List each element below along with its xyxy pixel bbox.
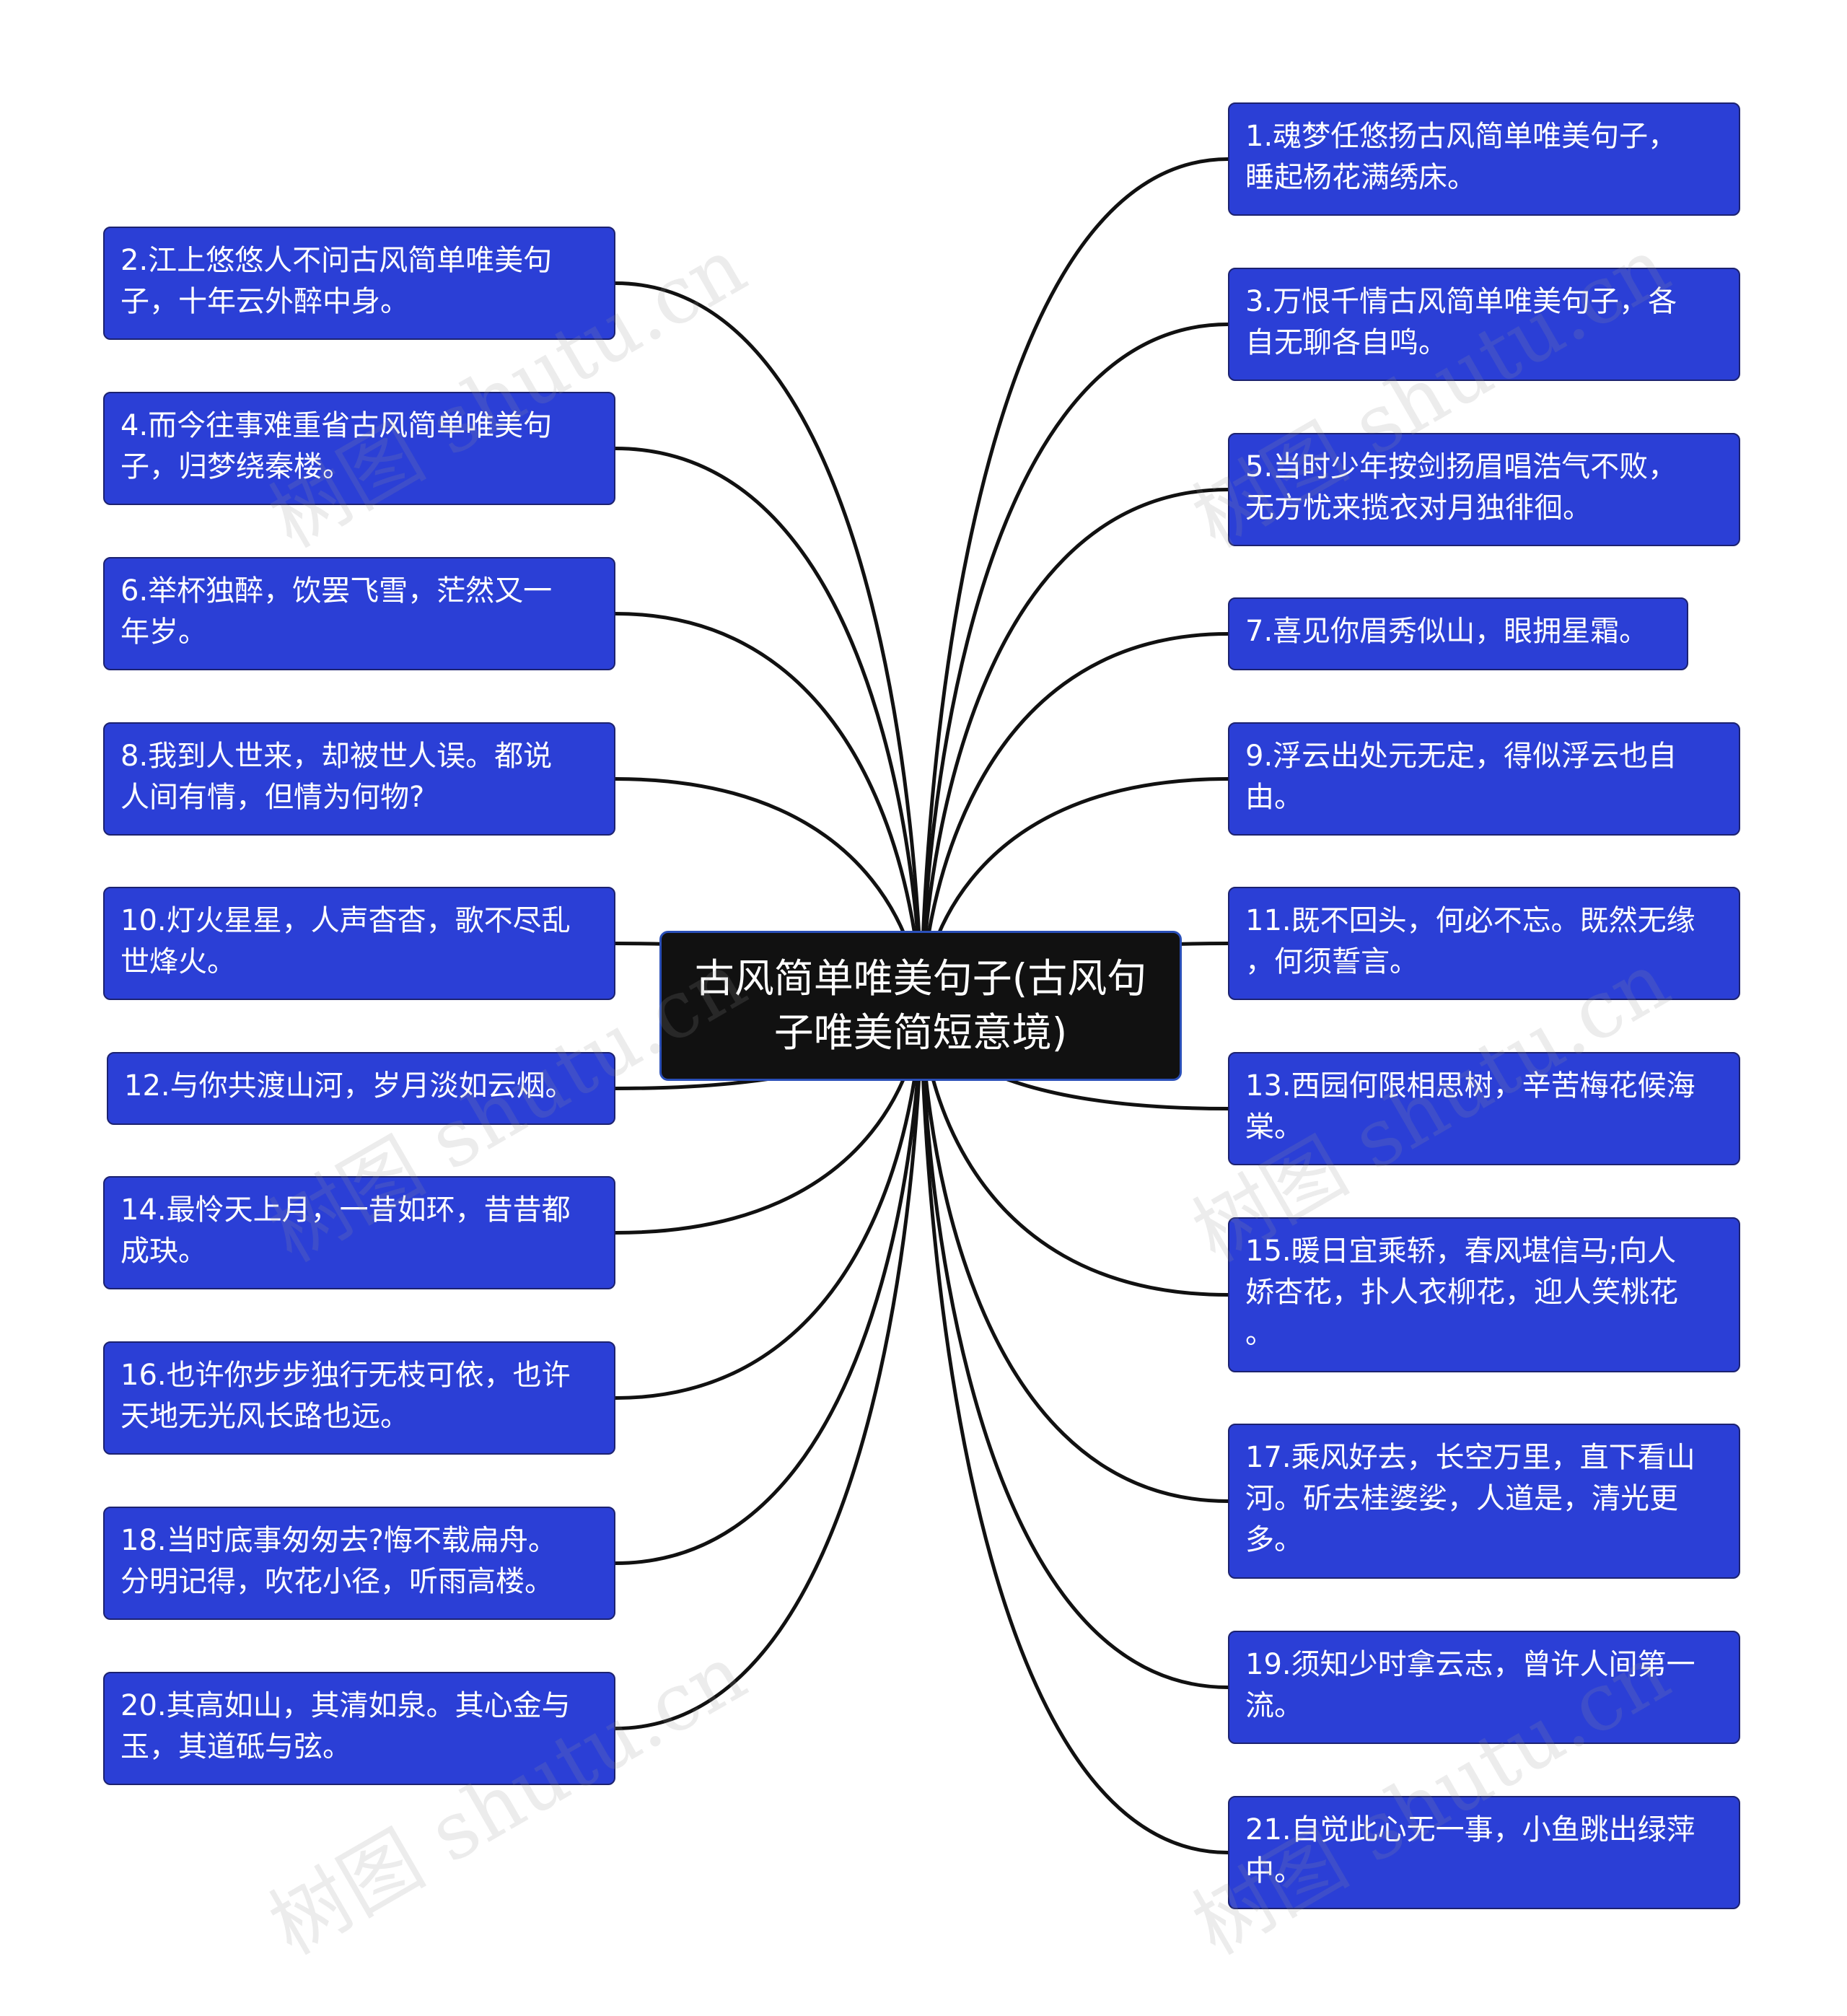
branch-node-21[interactable]: 21.自觉此心无一事，小鱼跳出绿萍 中。 xyxy=(1228,1796,1740,1909)
branch-node-20[interactable]: 20.其高如山，其清如泉。其心金与 玉，其道砥与弦。 xyxy=(103,1672,615,1785)
branch-node-2[interactable]: 2.江上悠悠人不问古风简单唯美句 子，十年云外醉中身。 xyxy=(103,227,615,340)
branch-node-3[interactable]: 3.万恨千情古风简单唯美句子，各 自无聊各自鸣。 xyxy=(1228,268,1740,381)
branch-node-19[interactable]: 19.须知少时拿云志，曾许人间第一 流。 xyxy=(1228,1631,1740,1744)
branch-node-10[interactable]: 10.灯火星星，人声杳杳，歌不尽乱 世烽火。 xyxy=(103,887,615,1000)
branch-node-17[interactable]: 17.乘风好去，长空万里，直下看山 河。斫去桂婆娑，人道是，清光更 多。 xyxy=(1228,1424,1740,1579)
branch-node-5[interactable]: 5.当时少年按剑扬眉唱浩气不败， 无方忧来揽衣对月独徘徊。 xyxy=(1228,433,1740,546)
branch-node-8[interactable]: 8.我到人世来，却被世人误。都说 人间有情，但情为何物? xyxy=(103,722,615,836)
link-n4 xyxy=(615,447,924,1007)
branch-node-16[interactable]: 16.也许你步步独行无枝可依，也许 天地无光风长路也远。 xyxy=(103,1341,615,1455)
root-topic[interactable]: 古风简单唯美句子(古风句 子唯美简短意境) xyxy=(659,931,1182,1081)
branch-node-6[interactable]: 6.举杯独醉，饮罢飞雪，茫然又一 年岁。 xyxy=(103,557,615,670)
branch-node-13[interactable]: 13.西园何限相思树，辛苦梅花候海 棠。 xyxy=(1228,1052,1740,1165)
branch-node-12[interactable]: 12.与你共渡山河，岁月淡如云烟。 xyxy=(107,1052,615,1125)
branch-node-9[interactable]: 9.浮云出处元无定，得似浮云也自 由。 xyxy=(1228,722,1740,836)
link-n5 xyxy=(919,488,1229,1007)
branch-node-11[interactable]: 11.既不回头，何必不忘。既然无缘 ，何须誓言。 xyxy=(1228,887,1740,1000)
branch-node-18[interactable]: 18.当时底事匆匆去?悔不载扁舟。 分明记得，吹花小径，听雨高楼。 xyxy=(103,1507,615,1620)
link-n20 xyxy=(615,1005,924,1730)
branch-node-4[interactable]: 4.而今往事难重省古风简单唯美句 子，归梦绕秦楼。 xyxy=(103,392,615,505)
branch-node-14[interactable]: 14.最怜天上月，一昔如环，昔昔都 成玦。 xyxy=(103,1176,615,1289)
branch-node-7[interactable]: 7.喜见你眉秀似山，眼拥星霜。 xyxy=(1228,597,1688,670)
link-n1 xyxy=(919,157,1229,1007)
branch-node-1[interactable]: 1.魂梦任悠扬古风简单唯美句子， 睡起杨花满绣床。 xyxy=(1228,102,1740,216)
link-n2 xyxy=(615,281,924,1007)
link-n3 xyxy=(919,323,1229,1007)
branch-node-15[interactable]: 15.暖日宜乘轿，春风堪信马;向人 娇杏花，扑人衣柳花，迎人笑桃花 。 xyxy=(1228,1217,1740,1372)
link-n21 xyxy=(919,1005,1229,1854)
